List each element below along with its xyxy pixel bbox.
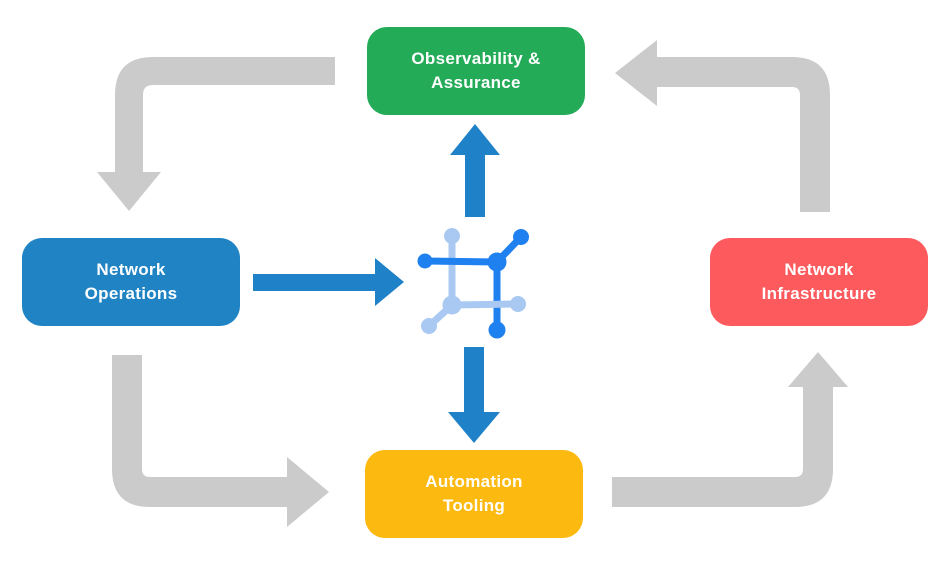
arrow-operations-to-automation xyxy=(112,355,329,527)
arrow-hub-to-automation xyxy=(448,347,500,443)
node-label-line: Assurance xyxy=(431,73,521,92)
arrow-observability-to-operations xyxy=(97,57,335,211)
mesh-light-over-circles xyxy=(442,295,526,315)
node-label-line: Operations xyxy=(84,284,178,303)
node-observability-assurance: Observability & Assurance xyxy=(367,27,585,115)
mesh-light-over xyxy=(448,300,522,309)
node-network-infrastructure: Network Infrastructure xyxy=(710,238,928,326)
node-automation-tooling: Automation Tooling xyxy=(365,450,583,538)
arrow-automation-to-infrastructure xyxy=(612,352,848,507)
arrow-hub-to-observability xyxy=(450,124,500,217)
arrow-operations-to-hub xyxy=(253,258,404,306)
mesh-dark-circles xyxy=(417,229,529,339)
node-label-line: Network xyxy=(96,259,166,279)
node-label-line: Infrastructure xyxy=(761,284,877,303)
network-mesh-icon xyxy=(417,228,529,339)
mesh-light-under-circles xyxy=(421,228,460,334)
arrow-infrastructure-to-observability xyxy=(615,40,830,212)
node-label-line: Tooling xyxy=(442,496,506,515)
node-label-line: Automation xyxy=(425,471,523,491)
node-label-line: Observability & xyxy=(411,48,541,68)
node-label-line: Network xyxy=(784,259,854,279)
node-network-operations: Network Operations xyxy=(22,238,240,326)
